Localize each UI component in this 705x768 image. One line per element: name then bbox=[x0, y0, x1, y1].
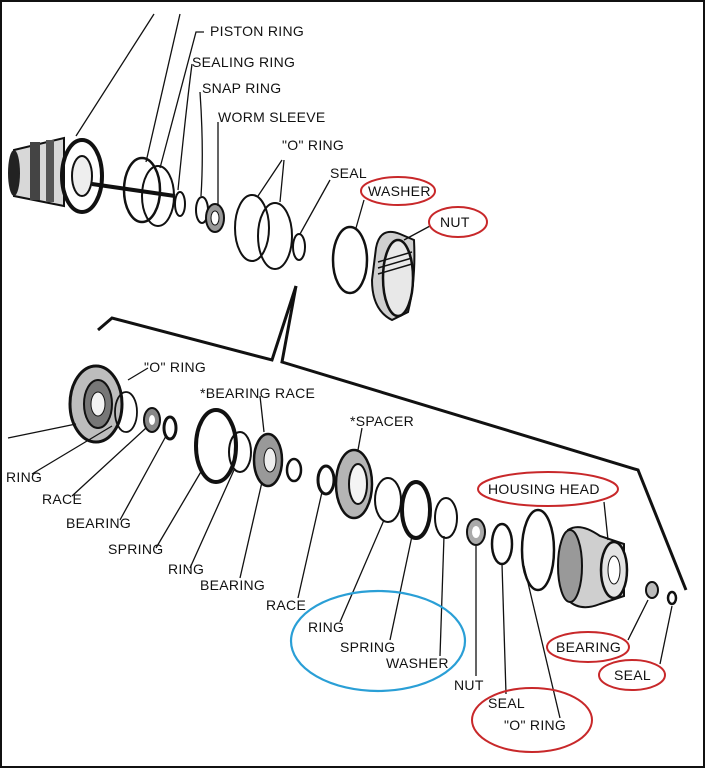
label-spacer: *SPACER bbox=[350, 413, 414, 429]
seal-part bbox=[292, 233, 306, 261]
leader-bearing-race bbox=[259, 395, 265, 433]
bracket-left bbox=[97, 285, 298, 362]
bearing-part-a bbox=[162, 415, 178, 441]
bracket-right bbox=[280, 285, 688, 591]
leader-housing-head bbox=[603, 501, 609, 541]
label-o-ring-2: "O" RING bbox=[504, 717, 566, 733]
leader-o-ring-2 bbox=[523, 565, 561, 719]
leader-piston-ring bbox=[159, 31, 204, 169]
label-seal-3: SEAL bbox=[614, 667, 651, 683]
washer-part bbox=[331, 225, 369, 295]
leader-snap-ring bbox=[199, 91, 203, 197]
label-bearing-1: BEARING bbox=[66, 515, 131, 531]
spring-part-b bbox=[400, 480, 432, 540]
leader-washer bbox=[355, 199, 365, 229]
label-nut: NUT bbox=[440, 214, 470, 230]
label-washer-2: WASHER bbox=[386, 655, 449, 671]
label-ring-2: RING bbox=[168, 561, 204, 577]
label-spring-2: SPRING bbox=[340, 639, 395, 655]
ring-part-c bbox=[374, 477, 402, 523]
leader-ring-2 bbox=[189, 469, 235, 569]
label-bearing-2: BEARING bbox=[200, 577, 265, 593]
bearing-race-part bbox=[252, 432, 284, 488]
label-seal-2: SEAL bbox=[488, 695, 525, 711]
leader-o-ring-top bbox=[127, 367, 149, 381]
label-ring-1: RING bbox=[6, 469, 42, 485]
label-bearing-3: BEARING bbox=[556, 639, 621, 655]
washer-part-b bbox=[434, 497, 458, 539]
leader-race-2 bbox=[297, 491, 323, 599]
spacer-part bbox=[334, 448, 374, 520]
ring-spring-washer-highlight bbox=[289, 589, 467, 693]
label-o-ring-top: "O" RING bbox=[144, 359, 206, 375]
leader-nut bbox=[403, 225, 431, 241]
nut-part-b bbox=[466, 518, 486, 546]
housing-head-highlight bbox=[477, 471, 619, 507]
nut-highlight bbox=[428, 206, 488, 238]
label-race-2: RACE bbox=[266, 597, 306, 613]
housing-head-part bbox=[557, 526, 629, 609]
leader-sealing-ring bbox=[177, 63, 193, 191]
large-bearing-assembly bbox=[68, 364, 124, 444]
label-sealing-ring: SEALING RING bbox=[192, 54, 295, 70]
leader-seal-2 bbox=[501, 563, 507, 695]
label-piston-ring: PISTON RING bbox=[210, 23, 304, 39]
washer-highlight bbox=[360, 176, 436, 206]
leader-race-1 bbox=[71, 427, 147, 497]
leader-bearing-2 bbox=[239, 481, 263, 579]
bearing-highlight bbox=[546, 631, 630, 663]
leader-spacer bbox=[357, 427, 363, 451]
leader-bearing-1 bbox=[119, 435, 167, 521]
leader-top-left bbox=[75, 13, 155, 137]
label-spring-1: SPRING bbox=[108, 541, 163, 557]
lower-assembly bbox=[7, 364, 678, 719]
piston-body bbox=[8, 136, 176, 214]
label-washer: WASHER bbox=[368, 183, 431, 199]
leader-ring-3 bbox=[339, 519, 385, 623]
leader-bearing-3 bbox=[627, 599, 649, 641]
label-worm-sleeve: WORM SLEEVE bbox=[218, 109, 326, 125]
leader-top-mid bbox=[145, 13, 181, 163]
label-o-ring: "O" RING bbox=[282, 137, 344, 153]
leader-spring-1 bbox=[155, 469, 203, 549]
leader-o-ring bbox=[257, 159, 285, 203]
label-housing-head: HOUSING HEAD bbox=[488, 481, 600, 497]
leader-washer-2 bbox=[439, 535, 445, 657]
label-seal: SEAL bbox=[330, 165, 367, 181]
o-ring-part-b bbox=[520, 508, 556, 592]
seal-highlight bbox=[598, 659, 666, 691]
snap-ring-part bbox=[174, 191, 186, 217]
upper-assembly bbox=[8, 13, 431, 322]
race-part-b bbox=[285, 457, 303, 483]
ring-part-a bbox=[114, 391, 138, 433]
seal-o-ring-highlight bbox=[471, 687, 593, 753]
nut-part bbox=[370, 230, 416, 322]
seal-part-c bbox=[666, 590, 678, 606]
label-ring-3: RING bbox=[308, 619, 344, 635]
o-ring-part-1 bbox=[234, 194, 270, 262]
leader-seal bbox=[299, 179, 331, 235]
sealing-ring-part bbox=[141, 165, 175, 227]
small-race-part bbox=[316, 464, 336, 496]
bearing-part-c bbox=[645, 581, 659, 599]
label-bearing-race: *BEARING RACE bbox=[200, 385, 315, 401]
worm-sleeve-part bbox=[205, 203, 225, 233]
leader-spring-2 bbox=[389, 535, 413, 641]
leader-left-arrow bbox=[7, 423, 77, 439]
label-nut-2: NUT bbox=[454, 677, 484, 693]
seal-part-b bbox=[490, 522, 514, 566]
race-part-a bbox=[143, 407, 161, 433]
piston-ring-part bbox=[122, 156, 162, 224]
ring-part-b bbox=[228, 431, 252, 473]
leader-seal-3 bbox=[659, 605, 673, 665]
spring-part-a bbox=[194, 408, 238, 484]
leader-ring-1 bbox=[31, 425, 113, 475]
o-ring-part-2 bbox=[257, 202, 293, 270]
label-race-1: RACE bbox=[42, 491, 82, 507]
label-snap-ring: SNAP RING bbox=[202, 80, 281, 96]
